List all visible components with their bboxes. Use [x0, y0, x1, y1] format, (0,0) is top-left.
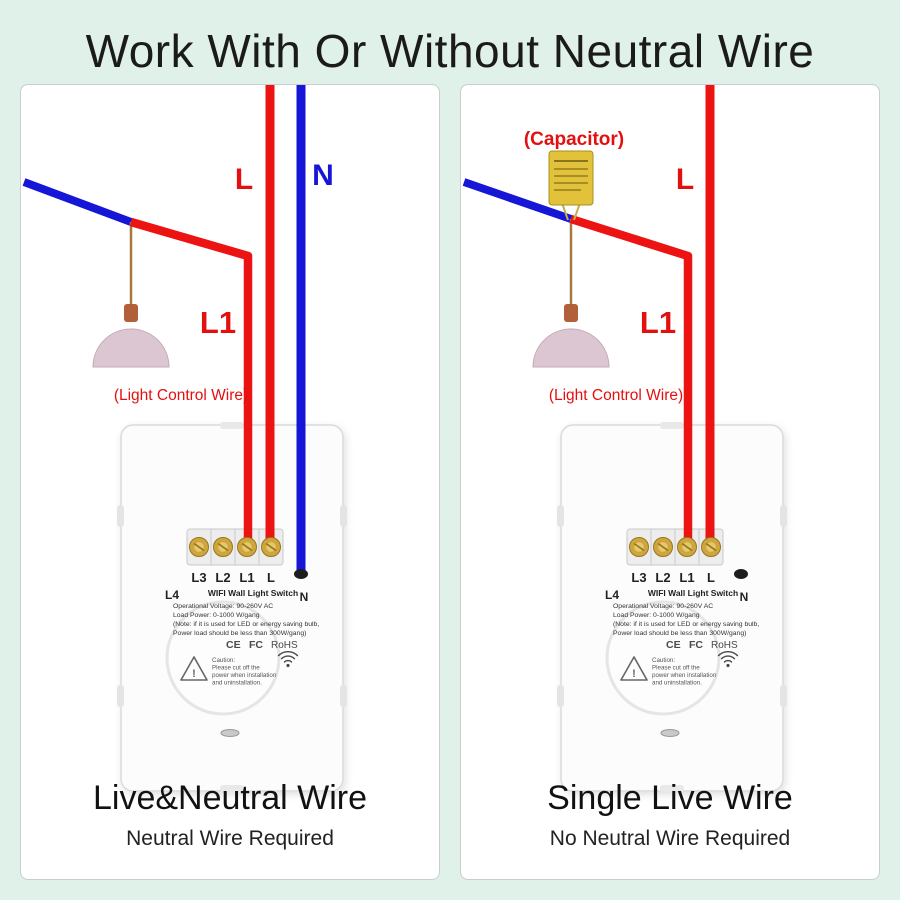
spec-line: Load Power: 0-1000 W/gang	[613, 612, 700, 619]
side-tab	[557, 505, 564, 527]
left-heading: Live&Neutral Wire	[93, 779, 367, 817]
neutral-branch-wire	[462, 178, 573, 223]
wifi-icon	[717, 651, 739, 668]
light-control-wire-l1	[569, 214, 693, 549]
top-notch	[220, 422, 244, 429]
bottom-slot	[220, 729, 240, 737]
wire-label-l: L	[235, 163, 253, 196]
spec-line: Load Power: 0-1000 W/gang	[173, 612, 260, 619]
terminal-label-l1: L1	[679, 570, 694, 585]
right-subheading: No Neutral Wire Required	[549, 827, 791, 850]
svg-text:!: !	[192, 668, 196, 680]
touch-ring	[605, 600, 721, 716]
svg-text:!: !	[632, 668, 636, 680]
screw-icon	[189, 537, 209, 557]
side-tab	[780, 505, 787, 527]
light-control-wire-label: (Light Control Wire)	[114, 387, 248, 404]
left-wiring-diagram: L3 L2 L1 L L4 WIFI Wall Light Switch N O…	[22, 85, 347, 792]
cert-ce: CE	[226, 639, 241, 651]
neutral-label-n: N	[300, 590, 309, 604]
side-tab	[117, 505, 124, 527]
right-wiring-diagram: L3 L2 L1 L L4 WIFI Wall Light Switch N O…	[462, 85, 787, 792]
capacitor-icon	[548, 150, 594, 221]
bottom-slot	[660, 729, 680, 737]
caution-line: power when installation	[212, 672, 277, 679]
wire-label-l1: L1	[640, 305, 676, 340]
wires	[22, 85, 306, 571]
light-control-wire-label: (Light Control Wire)	[549, 387, 683, 404]
bottom-notch	[660, 785, 684, 792]
spec-line: (Note: if it is used for LED or energy s…	[173, 621, 319, 628]
neutral-hole	[734, 569, 748, 579]
spec-line: Power load should be less than 300W/gang…	[613, 630, 746, 637]
wire-label-n: N	[312, 159, 334, 192]
neutral-label-n: N	[740, 590, 749, 604]
side-tab	[340, 505, 347, 527]
touch-ring	[165, 600, 281, 716]
screw-icon	[261, 537, 281, 557]
page-title: Work With Or Without Neutral Wire	[85, 25, 815, 77]
screw-icon	[677, 537, 697, 557]
wifi-switch-device: L3 L2 L1 L L4 WIFI Wall Light Switch N O…	[557, 422, 787, 792]
wire-label-l1: L1	[200, 305, 236, 340]
terminal-label-l1: L1	[239, 570, 254, 585]
left-panel-live-neutral: L3 L2 L1 L L4 WIFI Wall Light Switch N O…	[20, 84, 440, 880]
cert-rohs: RoHS	[271, 640, 298, 651]
caution-line: Caution:	[212, 657, 235, 664]
pendant-lamp-icon	[532, 304, 610, 368]
side-tab	[340, 685, 347, 707]
product-name: WIFI Wall Light Switch	[208, 588, 298, 598]
light-control-wire-l1	[129, 217, 253, 549]
terminal-label-l2: L2	[215, 570, 230, 585]
capacitor-label: (Capacitor)	[524, 129, 624, 150]
caution-line: and uninstallation.	[212, 680, 262, 687]
spec-line: Operational Voltage: 90-260V AC	[173, 603, 273, 610]
cert-fc: FC	[689, 639, 703, 651]
warning-triangle-icon: !	[620, 656, 648, 681]
wifi-switch-device: L3 L2 L1 L L4 WIFI Wall Light Switch N O…	[117, 422, 347, 792]
screw-icon	[629, 537, 649, 557]
cert-fc: FC	[249, 639, 263, 651]
spec-line: Power load should be less than 300W/gang…	[173, 630, 306, 637]
neutral-branch-wire	[22, 178, 133, 226]
screw-icon	[701, 537, 721, 557]
caution-line: Caution:	[652, 657, 675, 664]
side-tab	[780, 685, 787, 707]
terminal-label-l2: L2	[655, 570, 670, 585]
terminal-label-l3: L3	[631, 570, 646, 585]
right-heading: Single Live Wire	[547, 779, 793, 817]
cert-ce: CE	[666, 639, 681, 651]
bottom-notch	[220, 785, 244, 792]
side-tab	[117, 685, 124, 707]
screw-icon	[653, 537, 673, 557]
terminal-screws	[189, 537, 308, 579]
left-subheading: Neutral Wire Required	[126, 827, 334, 850]
product-name: WIFI Wall Light Switch	[648, 588, 738, 598]
screw-icon	[237, 537, 257, 557]
terminal-label-l: L	[267, 570, 275, 585]
terminal-screws	[629, 537, 748, 579]
side-tab	[557, 685, 564, 707]
terminal-label-l: L	[707, 570, 715, 585]
caution-line: Please cut off the	[212, 665, 260, 672]
gang-label-l4: L4	[605, 588, 619, 602]
warning-triangle-icon: !	[180, 656, 208, 681]
neutral-hole	[294, 569, 308, 579]
wires	[462, 85, 715, 549]
gang-label-l4: L4	[165, 588, 179, 602]
caution-line: power when installation	[652, 672, 717, 679]
top-notch	[660, 422, 684, 429]
screw-icon	[213, 537, 233, 557]
terminal-label-l3: L3	[191, 570, 206, 585]
spec-line: (Note: if it is used for LED or energy s…	[613, 621, 759, 628]
wire-label-l: L	[676, 163, 694, 196]
spec-line: Operational Voltage: 90-260V AC	[613, 603, 713, 610]
cert-rohs: RoHS	[711, 640, 738, 651]
caution-line: and uninstallation.	[652, 680, 702, 687]
wifi-icon	[277, 651, 299, 668]
caution-line: Please cut off the	[652, 665, 700, 672]
pendant-lamp-icon	[92, 304, 170, 368]
right-panel-single-live: L3 L2 L1 L L4 WIFI Wall Light Switch N O…	[460, 84, 880, 880]
